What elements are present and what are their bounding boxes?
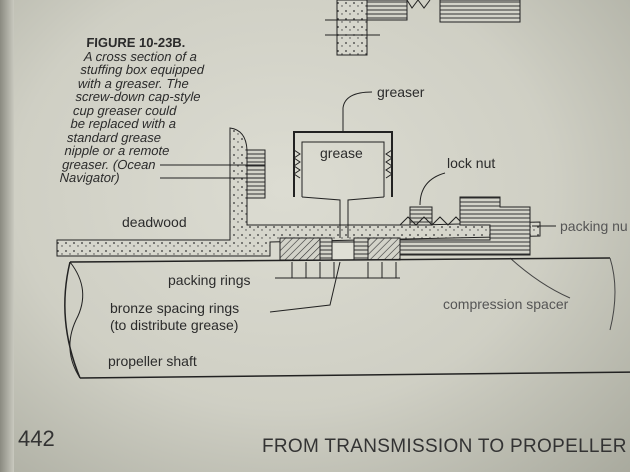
caption-line: greaser. (Ocean <box>61 156 156 172</box>
upper-figure-fragment <box>325 0 521 56</box>
label-lock-nut: lock nut <box>447 155 496 171</box>
label-packing-nut: packing nu <box>560 218 628 234</box>
label-packing-rings: packing rings <box>168 272 251 288</box>
caption-line: be replaced with a <box>70 116 177 131</box>
greaser <box>293 91 393 238</box>
propeller-shaft <box>64 257 630 379</box>
label-greaser: greaser <box>377 84 425 100</box>
page-number: 442 <box>18 426 55 451</box>
label-grease: grease <box>320 145 363 161</box>
caption-line: A cross section of a <box>83 48 198 64</box>
caption-line: screw-down cap-style <box>75 89 201 104</box>
label-deadwood: deadwood <box>122 214 187 230</box>
label-bronze-spacing-rings: bronze spacing rings <box>110 300 240 316</box>
label-bronze-spacing-note: (to distribute grease) <box>110 317 239 333</box>
lock-nut <box>409 206 433 226</box>
caption-line: Navigator) <box>59 170 120 185</box>
book-page-edge <box>0 0 14 472</box>
figure-caption: FIGURE 10-23B. A cross section of a stuf… <box>59 35 254 185</box>
caption-line: standard grease <box>66 129 162 145</box>
label-compression-spacer: compression spacer <box>443 296 569 312</box>
caption-line: stuffing box equipped <box>80 62 205 77</box>
packing-rings <box>275 237 401 279</box>
caption-line: with a greaser. The <box>77 75 190 91</box>
label-propeller-shaft: propeller shaft <box>108 353 197 369</box>
caption-line: nipple or a remote <box>64 143 170 158</box>
caption-line: cup greaser could <box>72 102 177 118</box>
running-head: FROM TRANSMISSION TO PROPELLER <box>262 436 627 457</box>
packing-nut <box>399 196 531 256</box>
figure-number: FIGURE 10-23B. <box>86 35 186 50</box>
